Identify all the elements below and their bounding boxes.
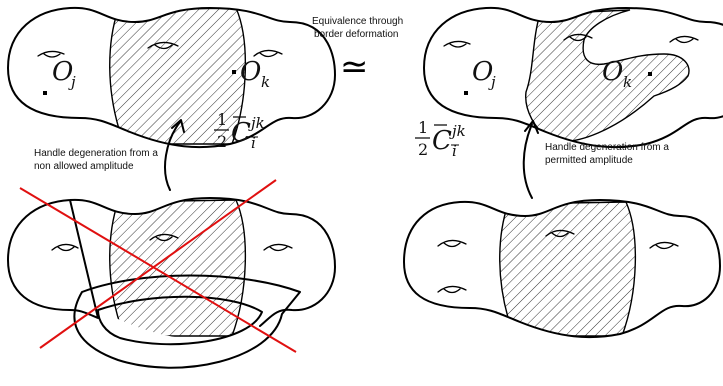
surface-bottom-left	[7, 179, 336, 369]
permitted-caption-line2: permitted amplitude	[545, 155, 633, 166]
handle-hole-icon	[649, 241, 679, 250]
puncture-point	[464, 91, 468, 95]
handle-hole-icon	[437, 239, 467, 248]
degenerate-handle-tube	[73, 274, 301, 369]
constant-subscript: i	[452, 142, 457, 160]
handle-hole-icon	[545, 229, 575, 238]
surface-outline-bl	[7, 197, 336, 327]
surface-bottom-right	[403, 199, 721, 339]
fraction-numerator: 1	[217, 110, 227, 129]
surface-top-left: O j O k	[7, 6, 336, 149]
puncture-point	[648, 72, 652, 76]
handle-hole-icon	[563, 33, 593, 42]
non-allowed-caption-line2: non allowed amplitude	[34, 161, 134, 172]
handle-hole-icon	[443, 40, 471, 48]
operator-o-j: O	[52, 57, 73, 87]
handle-hole-icon	[149, 233, 179, 242]
operator-o-k: O	[602, 57, 623, 87]
operator-o-k-subscript: k	[623, 73, 632, 91]
constant-c: C	[432, 126, 452, 156]
fraction-numerator: 1	[418, 118, 428, 137]
surface-outline-br	[403, 199, 721, 339]
red-cross-line	[39, 179, 277, 349]
structure-constant-right: 1 2 C jk i	[415, 118, 466, 160]
permitted-caption-line1: Handle degeneration from a	[545, 142, 669, 153]
handle-hole-icon	[147, 41, 179, 50]
non-allowed-caption-line1: Handle degeneration from a	[34, 148, 158, 159]
fraction-denominator: 2	[418, 140, 428, 159]
hatched-disk-bl	[109, 199, 247, 337]
handle-hole-icon	[437, 285, 467, 294]
puncture-point	[232, 70, 236, 74]
handle-hole-icon	[263, 243, 293, 252]
operator-o-k: O	[240, 57, 261, 87]
handle-hole-icon	[669, 35, 699, 44]
hatched-disk-tr	[525, 9, 690, 142]
constant-subscript: i	[251, 134, 256, 152]
equivalence-caption-line2: border deformation	[314, 29, 399, 40]
handle-hole-icon	[51, 243, 79, 252]
red-cross-line	[19, 187, 297, 353]
operator-o-j-subscript: j	[488, 73, 496, 91]
hatched-disk-br	[499, 201, 637, 337]
arrow-up-right	[522, 120, 539, 199]
puncture-point	[43, 91, 47, 95]
equivalence-caption-line1: Equivalence through	[312, 16, 403, 27]
handle-hole-icon	[37, 50, 65, 58]
arrow-up-left	[164, 119, 185, 191]
fraction-denominator: 2	[217, 132, 227, 151]
surface-top-right: O j O k	[423, 6, 723, 149]
equivalence-symbol: ≃	[340, 47, 369, 87]
constant-superscript: jk	[248, 114, 265, 132]
operator-o-j: O	[472, 57, 493, 87]
constant-superscript: jk	[449, 122, 466, 140]
operator-o-j-subscript: j	[68, 73, 76, 91]
operator-o-k-subscript: k	[261, 73, 270, 91]
handle-hole-icon	[253, 49, 283, 58]
structure-constant-left: 1 2 C jk i	[214, 110, 265, 152]
degenerate-handle-inner	[97, 295, 263, 346]
constant-c: C	[231, 118, 251, 148]
